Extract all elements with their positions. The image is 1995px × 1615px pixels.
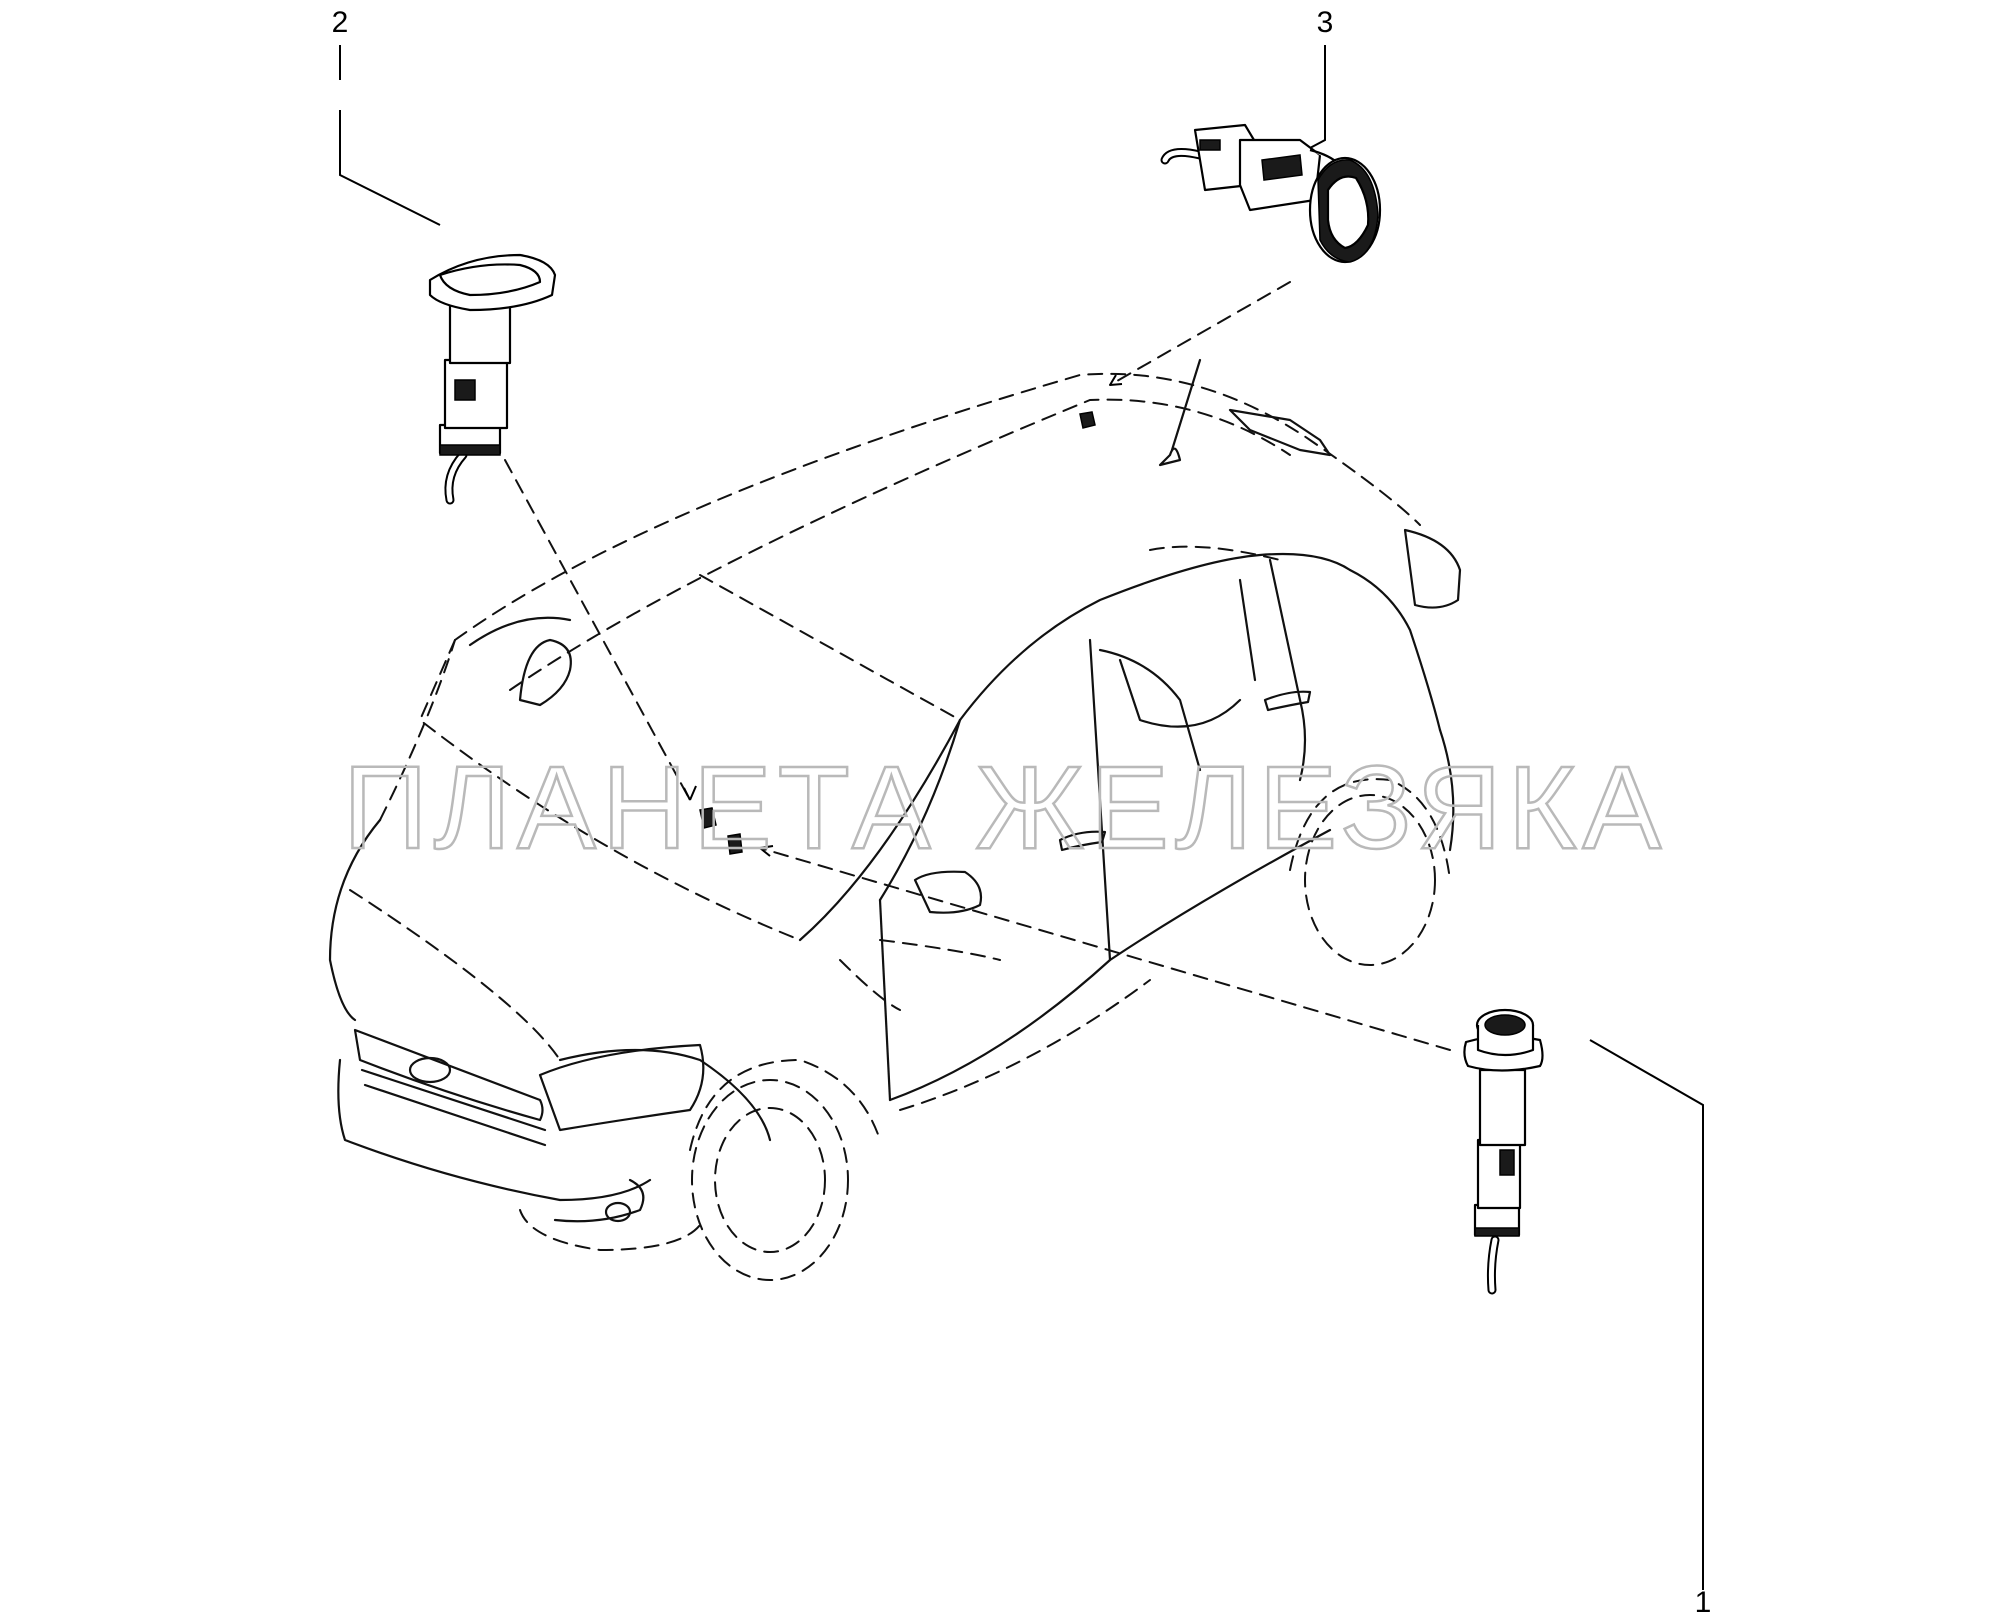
callout-part-1: 1 bbox=[1695, 1586, 1712, 1615]
callout-leaders bbox=[339, 45, 1704, 1590]
car-outline-icon bbox=[328, 358, 1462, 1281]
assembly-lines bbox=[504, 281, 1451, 1051]
switch-part-2-icon bbox=[428, 253, 557, 505]
callout-part-3: 3 bbox=[1317, 6, 1334, 39]
mounted-parts bbox=[699, 411, 1096, 855]
watermark-text: ПЛАНЕТА ЖЕЛЕЗЯКА bbox=[343, 742, 1667, 874]
socket-part-1-icon bbox=[1463, 1008, 1544, 1295]
socket-part-3-icon bbox=[1160, 123, 1382, 264]
callout-part-2: 2 bbox=[332, 6, 349, 39]
